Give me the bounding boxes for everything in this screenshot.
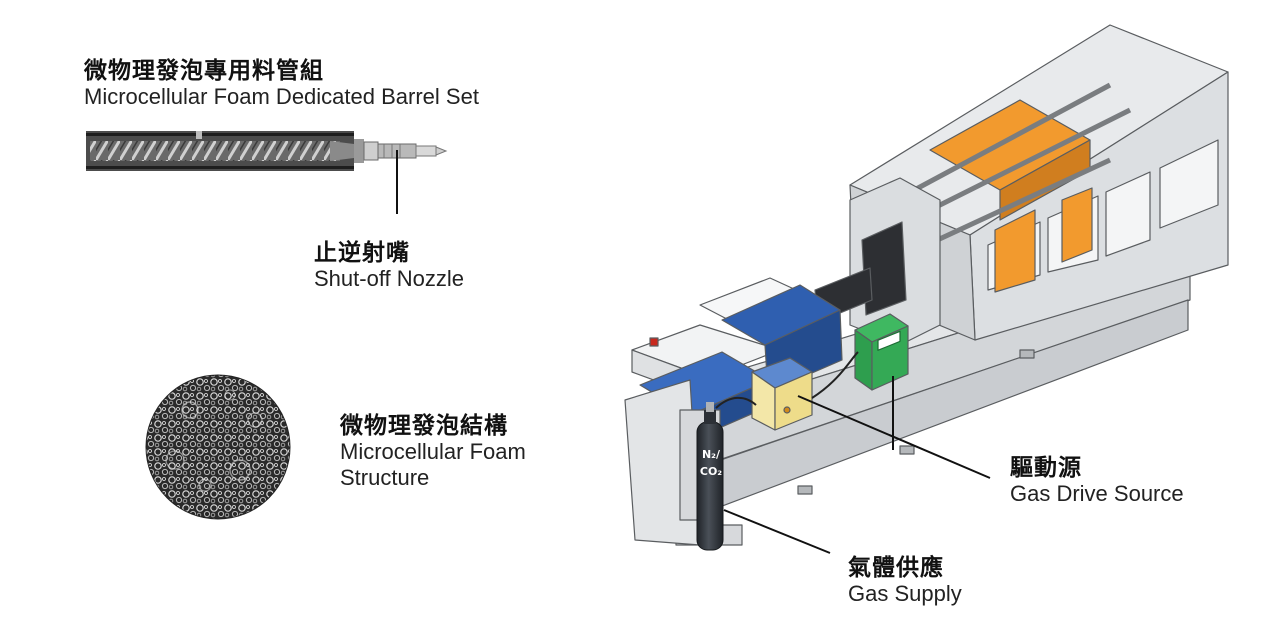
structure-label-en-line2: Structure — [340, 464, 430, 490]
drive-label: 驅動源 Gas Drive Source — [1010, 455, 1184, 507]
structure-label-en-line1: Microcellular Foam — [340, 439, 526, 465]
drive-label-zh: 驅動源 — [1010, 455, 1082, 481]
barrel-label-en: Microcellular Foam Dedicated Barrel Set — [84, 84, 479, 110]
cylinder-label-line1: N₂/ — [701, 448, 721, 461]
structure-label: 微物理發泡結構 Microcellular Foam Structure — [340, 413, 526, 490]
cylinder-label: N₂/ CO₂ — [697, 446, 725, 480]
barrel-set-image — [86, 131, 448, 171]
gas-cylinder — [696, 402, 724, 551]
cylinder-label-line2: CO₂ — [699, 465, 723, 478]
structure-label-zh: 微物理發泡結構 — [340, 413, 508, 439]
nozzle-label: 止逆射嘴 Shut-off Nozzle — [314, 240, 464, 292]
gas-hose — [715, 396, 757, 409]
drive-label-en: Gas Drive Source — [1010, 481, 1184, 507]
drive-hose — [811, 351, 859, 399]
supply-label-zh: 氣體供應 — [848, 555, 944, 581]
supply-leader-line — [723, 509, 831, 554]
nozzle-label-en: Shut-off Nozzle — [314, 266, 465, 292]
supply-label-en: Gas Supply — [848, 581, 962, 607]
barrel-label-zh: 微物理發泡專用料管組 — [84, 58, 324, 84]
barrel-label: 微物理發泡專用料管組 Microcellular Foam Dedicated … — [84, 58, 479, 110]
nozzle-label-zh: 止逆射嘴 — [314, 240, 410, 266]
foam-structure-image — [145, 374, 291, 520]
supply-label: 氣體供應 Gas Supply — [848, 555, 962, 607]
